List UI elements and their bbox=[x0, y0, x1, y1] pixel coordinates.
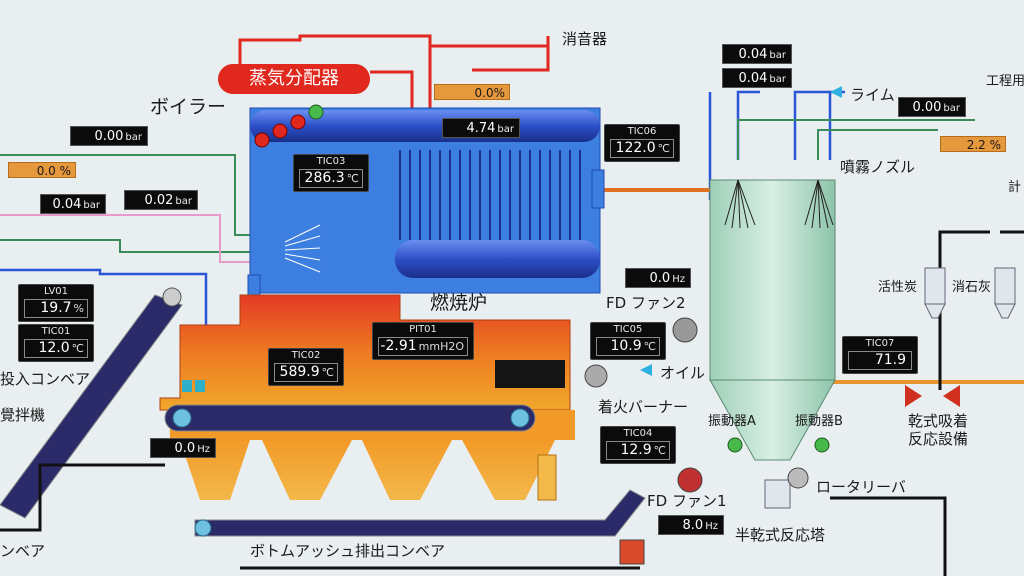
silencer-valve-opening[interactable]: 0.0% bbox=[434, 84, 510, 100]
instrument-tic01[interactable]: TIC01 12.0℃ bbox=[18, 324, 94, 362]
furnace-label: 燃焼炉 bbox=[430, 292, 488, 314]
pink-piping bbox=[0, 214, 265, 263]
instrument-lv01[interactable]: LV01 19.7% bbox=[18, 284, 94, 322]
valve-left1-opening[interactable]: 0.0 % bbox=[8, 162, 76, 178]
instrument-tic07[interactable]: TIC07 71.9 bbox=[842, 336, 918, 374]
left-conveyor-label: ンベア bbox=[0, 542, 46, 560]
bottom-ash-conveyor-label: ボトムアッシュ排出コンベア bbox=[250, 542, 446, 560]
instrument-tic02[interactable]: TIC02 589.9℃ bbox=[268, 348, 344, 386]
fd-fan2-label: FD ファン2 bbox=[606, 294, 686, 312]
vibrator-b-label: 振動器B bbox=[795, 414, 843, 429]
agitator-label: 覺拌機 bbox=[0, 406, 46, 424]
lime-label: ライム bbox=[850, 86, 895, 104]
reagent-silos bbox=[924, 267, 1016, 319]
spray-nozzle-label: 噴霧ノズル bbox=[840, 158, 916, 176]
industrial-water-label: 工程用 bbox=[986, 74, 1024, 89]
steam-header[interactable]: 蒸気分配器 bbox=[218, 64, 370, 94]
fd-fan1-label: FD ファン1 bbox=[647, 492, 727, 510]
feed-conveyor bbox=[0, 287, 183, 519]
vibrator-a-label: 振動器A bbox=[708, 414, 756, 429]
grate-conveyor bbox=[164, 404, 536, 432]
boiler-label: ボイラー bbox=[150, 96, 227, 118]
silencer-label: 消音器 bbox=[562, 30, 608, 48]
ash-dump-icon bbox=[619, 539, 645, 565]
boiler bbox=[247, 104, 605, 296]
fd-fan2-icon bbox=[672, 317, 698, 343]
oil-label: オイル bbox=[660, 364, 706, 382]
slaked-lime-label: 消石灰 bbox=[952, 280, 992, 295]
feed-conveyor-label: 投入コンベア bbox=[0, 370, 91, 388]
burner-icon bbox=[584, 364, 608, 388]
semi-dry-reactor-label: 半乾式反応塔 bbox=[735, 526, 826, 544]
activated-carbon-label: 活性炭 bbox=[878, 280, 918, 295]
semi-dry-reactor-tower bbox=[709, 179, 836, 509]
ignition-burner-label: 着火バーナー bbox=[598, 398, 689, 416]
instrument-tic05[interactable]: TIC05 10.9℃ bbox=[590, 322, 666, 360]
bottom-ash-conveyor bbox=[194, 489, 646, 537]
dry-reactor-label-2: 反応設備 bbox=[908, 430, 969, 448]
dry-reactor-valve bbox=[905, 385, 922, 407]
water-valve-opening[interactable]: 2.2 % bbox=[940, 136, 1006, 152]
instrument-tic03[interactable]: TIC03 286.3℃ bbox=[293, 154, 369, 192]
fd-fan1-icon bbox=[677, 467, 703, 493]
furnace bbox=[159, 294, 575, 501]
rotary-valve-icon bbox=[787, 467, 809, 489]
rotary-valve-label: ロータリーバ bbox=[816, 478, 906, 496]
instrument-tic06[interactable]: TIC06 122.0℃ bbox=[604, 124, 680, 162]
instrument-tic04[interactable]: TIC04 12.9℃ bbox=[600, 426, 676, 464]
meter-label: 計 bbox=[1008, 180, 1022, 195]
dry-reactor-label-1: 乾式吸着 bbox=[908, 412, 969, 430]
steam-piping bbox=[238, 34, 550, 112]
